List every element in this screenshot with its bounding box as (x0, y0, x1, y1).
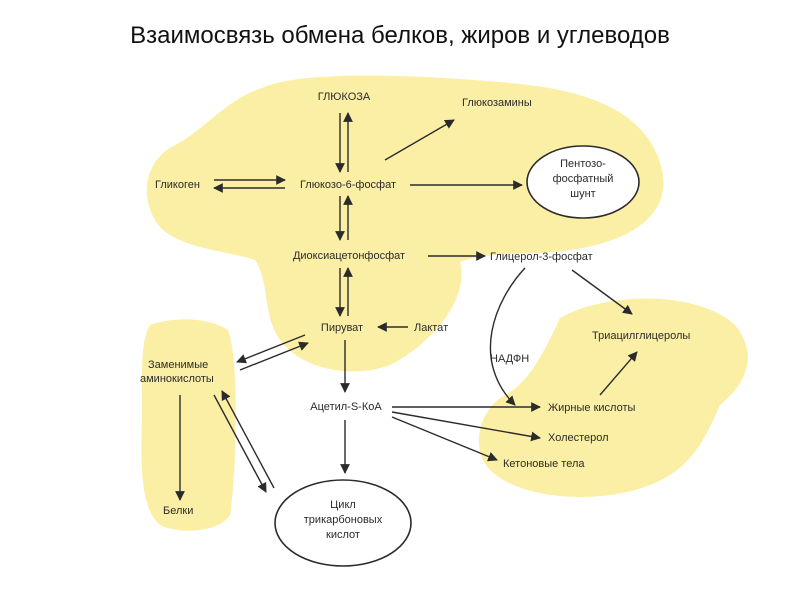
node-glycogen: Гликоген (155, 179, 200, 191)
node-nonessential-line2: аминокислоты (140, 373, 214, 385)
node-fatty-acids: Жирные кислоты (548, 402, 635, 414)
node-pentose-line1: Пентозо- (560, 158, 606, 170)
node-pentose-line3: шунт (570, 188, 595, 200)
node-nonessential-line1: Заменимые (148, 359, 208, 371)
node-tca-line2: трикарбоновых (304, 514, 383, 526)
lipid-region (478, 298, 748, 497)
node-glucose-6-phosphate: Глюкозо-6-фосфат (300, 179, 396, 191)
node-tca-line3: кислот (326, 529, 360, 541)
node-glucosamines: Глюкозамины (462, 97, 532, 109)
node-ketone-bodies: Кетоновые тела (503, 458, 585, 470)
node-cholesterol: Холестерол (548, 432, 609, 444)
node-lactate: Лактат (414, 322, 448, 334)
node-proteins: Белки (163, 505, 193, 517)
node-acetyl-coa: Ацетил-S-КоА (310, 401, 382, 413)
node-glucose: ГЛЮКОЗА (318, 91, 371, 103)
tca-cycle-ellipse (274, 479, 412, 567)
carbohydrate-region (146, 75, 664, 372)
node-triacylglycerols: Триацилглицеролы (592, 330, 690, 342)
pentose-shunt-ellipse (526, 145, 640, 219)
node-tca-line1: Цикл (330, 499, 356, 511)
protein-region (141, 319, 236, 531)
arrows (175, 112, 638, 501)
node-nadph: НАДФН (490, 353, 529, 365)
node-pyruvate: Пируват (321, 322, 363, 334)
node-dhap: Диоксиацетонфосфат (293, 250, 405, 262)
node-pentose-line2: фосфатный (553, 173, 614, 185)
page-title: Взаимосвязь обмена белков, жиров и углев… (130, 22, 670, 49)
node-glycerol-3-phosphate: Глицерол-3-фосфат (490, 251, 593, 263)
